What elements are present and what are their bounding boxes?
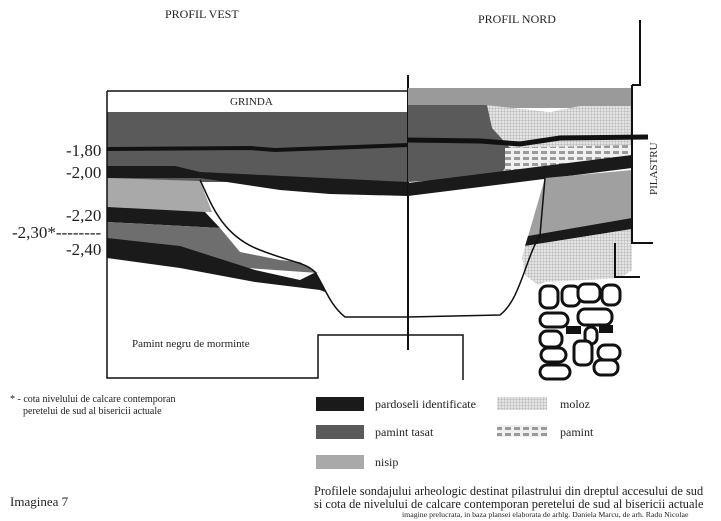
stone-foundation [538,282,622,381]
label-pamint-negru: Pamint negru de morminte [132,338,250,350]
legend-label: pamint [560,425,594,439]
legend-swatches [316,397,547,469]
legend-label: pamint tasat [375,425,434,439]
level-label: -2,20 [66,206,102,225]
heading-profil-nord: PROFIL NORD [478,12,556,26]
legend-swatch-pamint-tasat [316,425,364,439]
legend-swatch-nisip [316,455,364,469]
caption-line: si cota de nivelului de calcare contempo… [314,497,704,511]
level-label: -2,30*-------- [12,223,102,242]
level-label: -2,40 [66,240,102,259]
north-profile [407,20,653,381]
label-grinda: GRINDA [230,96,273,108]
legend-swatch-pamint [497,425,547,437]
legend-label: moloz [560,397,590,411]
legend-label: pardoseli identificate [375,397,476,411]
footnote-line: * - cota nivelului de calcare contempora… [10,394,176,405]
legend-swatch-moloz [497,397,547,410]
legend-swatch-pardoseli [316,397,364,411]
legend-label: nisip [375,455,399,469]
level-label: -1,80 [66,141,102,160]
caption-credit: imagine prelucrata, in baza plansei elab… [402,510,689,519]
level-label: -2,00 [66,163,102,182]
caption-line: Profilele sondajului arheologic destinat… [314,484,704,498]
label-pilastru: PILASTRU [648,142,660,195]
figure-label: Imaginea 7 [10,494,69,509]
footnote-line: peretelui de sud al bisericii actuale [23,406,162,417]
heading-profil-vest: PROFIL VEST [165,7,239,21]
